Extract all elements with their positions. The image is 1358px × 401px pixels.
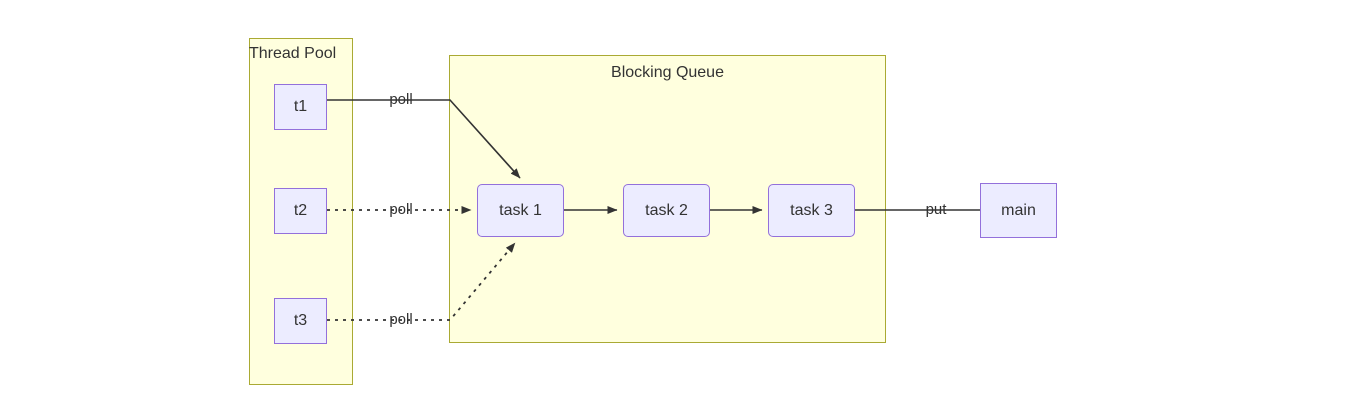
edge-label-put: put xyxy=(925,201,947,218)
node-main-thread[interactable]: main xyxy=(980,183,1057,238)
edge-label-poll-t3: poll xyxy=(389,311,413,328)
container-blocking-queue-title: Blocking Queue xyxy=(611,64,724,81)
node-thread-t3[interactable]: t3 xyxy=(274,298,327,344)
edge-label-poll-t2: poll xyxy=(389,201,413,218)
edge-label-poll-t1: poll xyxy=(389,91,413,108)
node-label-t3: t3 xyxy=(293,312,308,329)
node-label-t1: t1 xyxy=(293,98,308,115)
node-label-task-3: task 3 xyxy=(790,201,833,219)
node-label-t2: t2 xyxy=(293,202,308,219)
container-thread-pool-title: Thread Pool xyxy=(249,45,337,62)
node-task-2[interactable]: task 2 xyxy=(623,184,710,237)
node-label-main: main xyxy=(1001,201,1036,219)
node-task-3[interactable]: task 3 xyxy=(768,184,855,237)
node-label-task-1: task 1 xyxy=(499,201,542,219)
node-thread-t2[interactable]: t2 xyxy=(274,188,327,234)
node-task-1[interactable]: task 1 xyxy=(477,184,564,237)
node-thread-t1[interactable]: t1 xyxy=(274,84,327,130)
node-label-task-2: task 2 xyxy=(645,201,688,219)
